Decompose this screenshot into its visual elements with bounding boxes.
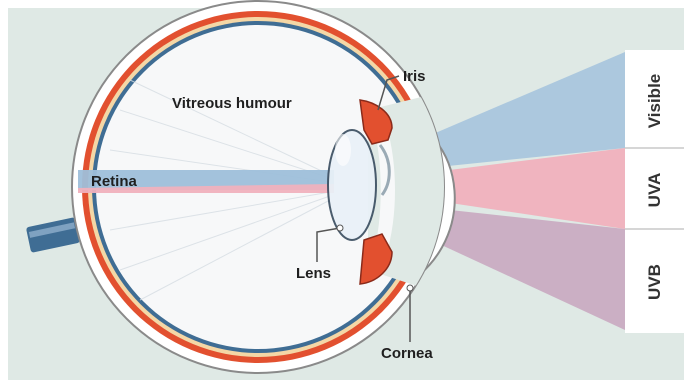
band-label-visible: Visible bbox=[645, 74, 664, 129]
label-cornea: Cornea bbox=[381, 345, 433, 362]
band-label-uvb: UVB bbox=[645, 264, 664, 300]
label-retina: Retina bbox=[91, 173, 138, 190]
label-vitreous: Vitreous humour bbox=[172, 95, 292, 112]
band-label-uva: UVA bbox=[645, 173, 664, 208]
label-iris: Iris bbox=[403, 68, 426, 85]
label-lens: Lens bbox=[296, 265, 331, 282]
